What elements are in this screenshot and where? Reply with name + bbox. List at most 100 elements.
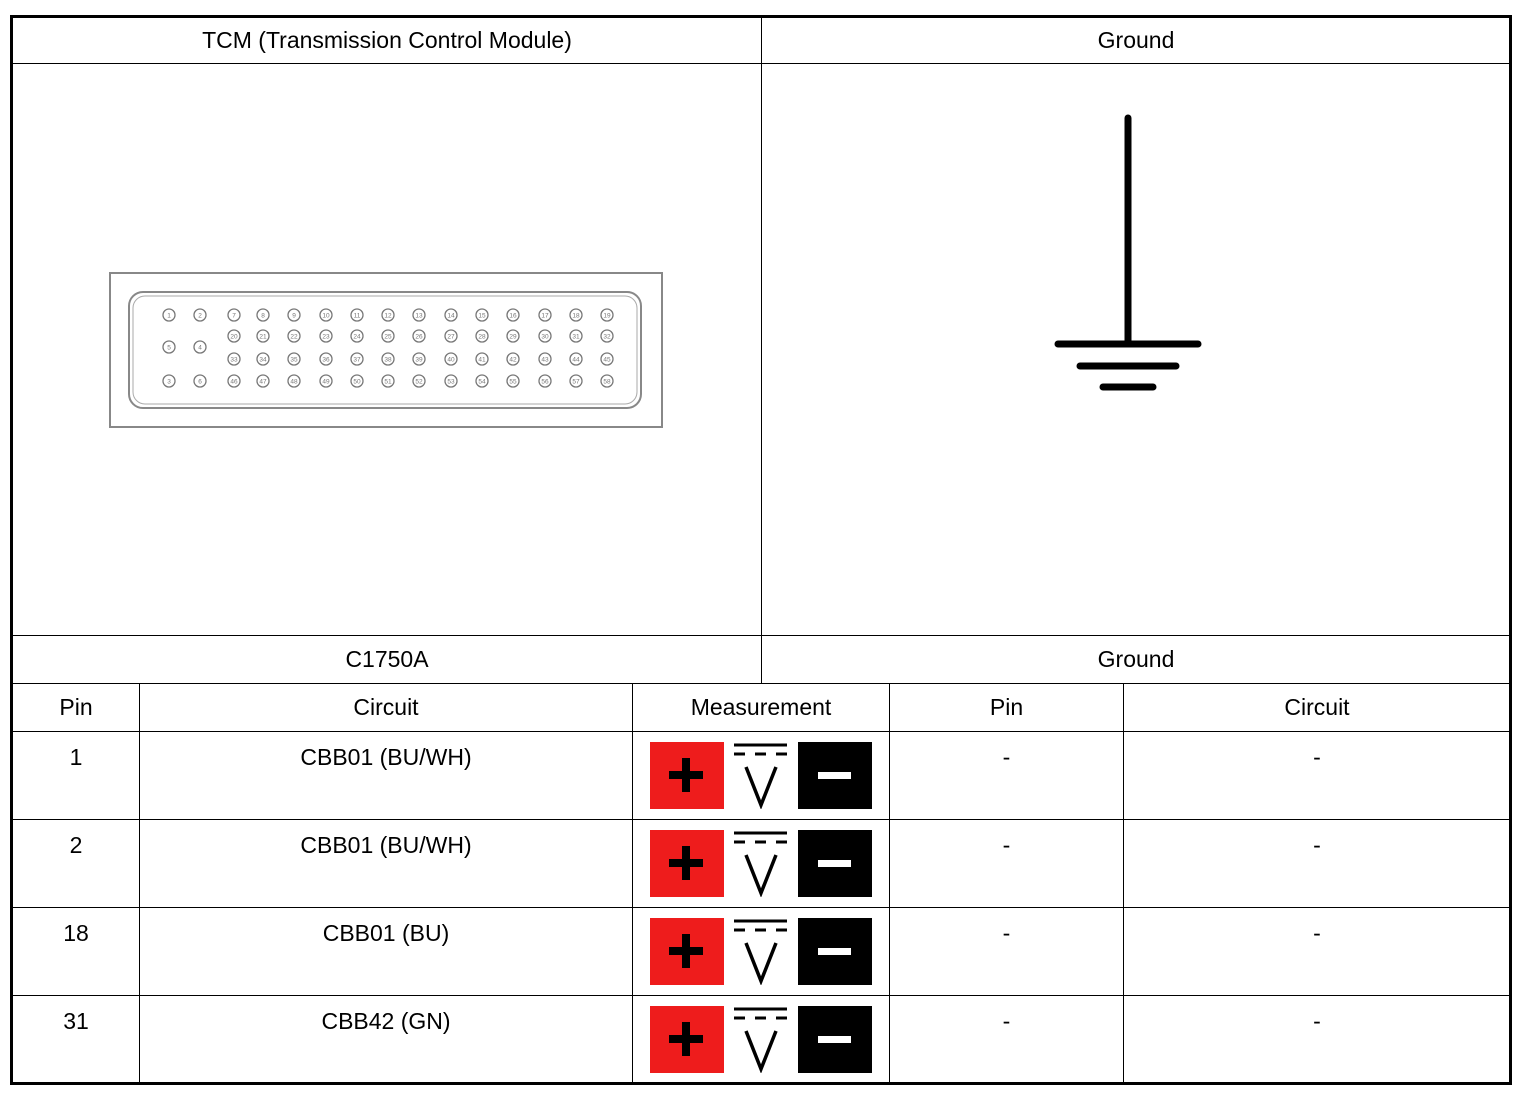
connector-pin-40: 40 <box>444 352 458 366</box>
connector-pin-label: 30 <box>541 334 549 341</box>
connector-pin-label: 57 <box>572 379 580 386</box>
connector-pin-label: 1 <box>167 313 171 320</box>
connector-pin-41: 41 <box>475 352 489 366</box>
dc-voltage-icon <box>734 743 787 810</box>
connector-pin-47: 47 <box>256 374 270 388</box>
connector-pin-label: 56 <box>541 379 549 386</box>
connector-pin-13: 13 <box>412 308 426 322</box>
connector-pin-37: 37 <box>350 352 364 366</box>
connector-id-label: C1750A <box>345 646 429 672</box>
connector-pin-label: 46 <box>230 379 238 386</box>
connector-pin-label: 8 <box>261 313 265 320</box>
connector-pin-label: 58 <box>603 379 611 386</box>
row-4-measurement <box>650 1005 874 1074</box>
connector-pin-label: 20 <box>230 334 238 341</box>
row-3-pin: 18 <box>63 920 89 946</box>
connector-pin-label: 21 <box>259 334 267 341</box>
row-3-circuit: CBB01 (BU) <box>322 920 450 946</box>
connector-pin-label: 4 <box>198 345 202 352</box>
connector-pin-35: 35 <box>287 352 301 366</box>
connector-pin-34: 34 <box>256 352 270 366</box>
connector-pin-6: 6 <box>193 374 207 388</box>
connector-pin-label: 14 <box>447 313 455 320</box>
connector-pin-label: 33 <box>230 357 238 364</box>
connector-pin-label: 35 <box>290 357 298 364</box>
ground-connector-label: Ground <box>1097 646 1175 672</box>
connector-pin-label: 18 <box>572 313 580 320</box>
connector-pin-label: 42 <box>509 357 517 364</box>
row-3-measurement <box>650 917 874 986</box>
row-1-circuit: CBB01 (BU/WH) <box>300 744 472 770</box>
connector-pin-42: 42 <box>506 352 520 366</box>
connector-pin-12: 12 <box>381 308 395 322</box>
row-4-circuit-2: - <box>1313 1008 1321 1034</box>
connector-pin-28: 28 <box>475 329 489 343</box>
connector-pin-56: 56 <box>538 374 552 388</box>
connector-pin-label: 17 <box>541 313 549 320</box>
connector-pin-5: 5 <box>162 340 176 354</box>
dc-voltage-icon <box>734 831 787 898</box>
row-1-circuit-2: - <box>1313 744 1321 770</box>
connector-pin-55: 55 <box>506 374 520 388</box>
minus-icon <box>798 830 872 897</box>
connector-pin-50: 50 <box>350 374 364 388</box>
plus-icon <box>650 742 724 809</box>
connector-pin-23: 23 <box>319 329 333 343</box>
dc-voltage-icon <box>734 919 787 986</box>
connector-pin-18: 18 <box>569 308 583 322</box>
connector-pin-label: 53 <box>447 379 455 386</box>
connector-pin-27: 27 <box>444 329 458 343</box>
connector-pin-53: 53 <box>444 374 458 388</box>
connector-pin-29: 29 <box>506 329 520 343</box>
connector-pin-label: 41 <box>478 357 486 364</box>
rule-col-pin <box>139 684 140 1082</box>
connector-pin-label: 9 <box>292 313 296 320</box>
ground-symbol-icon <box>1054 114 1202 391</box>
connector-pin-26: 26 <box>412 329 426 343</box>
row-4-pin-2: - <box>1002 1008 1011 1034</box>
connector-pin-label: 48 <box>290 379 298 386</box>
connector-pin-label: 5 <box>167 345 171 352</box>
row-3-pin-2: - <box>1002 920 1011 946</box>
connector-pin-25: 25 <box>381 329 395 343</box>
connector-pin-label: 50 <box>353 379 361 386</box>
connector-pin-label: 16 <box>509 313 517 320</box>
plus-icon <box>650 1006 724 1073</box>
connector-pin-label: 12 <box>384 313 392 320</box>
row-4-pin: 31 <box>63 1008 89 1034</box>
column-header-pin: Pin <box>59 694 93 720</box>
connector-pin-44: 44 <box>569 352 583 366</box>
connector-pin-2: 2 <box>193 308 207 322</box>
connector-pin-39: 39 <box>412 352 426 366</box>
connector-pin-label: 22 <box>290 334 298 341</box>
minus-icon <box>798 742 872 809</box>
column-header-measurement: Measurement <box>690 694 832 720</box>
connector-pin-label: 19 <box>603 313 611 320</box>
row-2-measurement <box>650 829 874 898</box>
rule-col-pin2 <box>1123 684 1124 1082</box>
connector-pin-label: 31 <box>572 334 580 341</box>
connector-pin-22: 22 <box>287 329 301 343</box>
connector-pin-10: 10 <box>319 308 333 322</box>
row-3-circuit-2: - <box>1313 920 1321 946</box>
connector-pin-21: 21 <box>256 329 270 343</box>
connector-pin-label: 43 <box>541 357 549 364</box>
connector-pin-label: 44 <box>572 357 580 364</box>
connector-pin-11: 11 <box>350 308 364 322</box>
connector-pin-label: 2 <box>198 313 202 320</box>
connector-pin-20: 20 <box>227 329 241 343</box>
connector-pin-label: 55 <box>509 379 517 386</box>
connector-pin-36: 36 <box>319 352 333 366</box>
connector-pin-31: 31 <box>569 329 583 343</box>
connector-pin-label: 15 <box>478 313 486 320</box>
connector-pin-label: 38 <box>384 357 392 364</box>
connector-pin-label: 51 <box>384 379 392 386</box>
connector-pin-label: 45 <box>603 357 611 364</box>
connector-pin-label: 24 <box>353 334 361 341</box>
rule-row-2 <box>12 907 1510 908</box>
connector-pin-label: 6 <box>198 379 202 386</box>
connector-pin-8: 8 <box>256 308 270 322</box>
connector-pin-1: 1 <box>162 308 176 322</box>
dc-voltage-icon <box>734 1007 787 1074</box>
connector-pin-3: 3 <box>162 374 176 388</box>
